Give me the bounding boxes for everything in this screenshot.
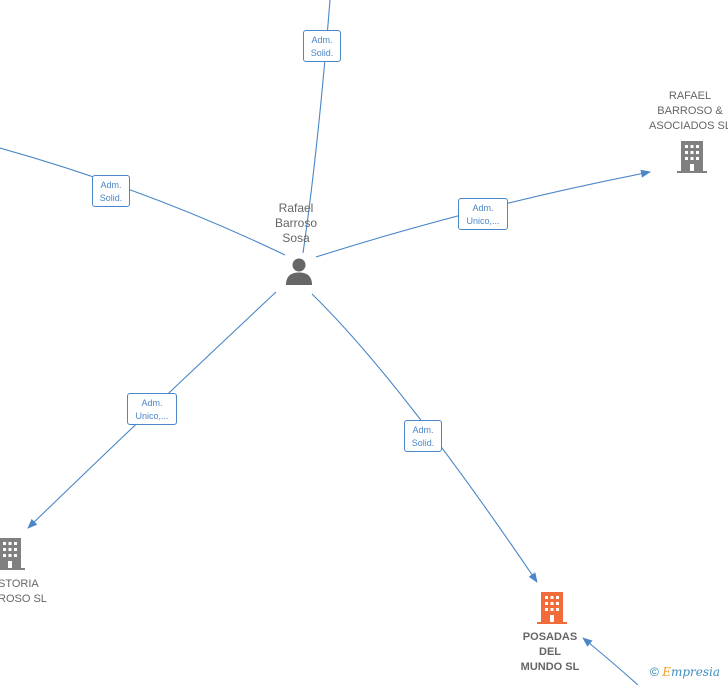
copyright-icon: © xyxy=(650,665,659,679)
main-building-icon[interactable] xyxy=(536,590,568,626)
company-name-asociados[interactable]: RAFAEL BARROSO & ASOCIADOS SL xyxy=(649,90,728,132)
edge-label-right-asociados[interactable]: Adm. Unico,... xyxy=(458,198,508,230)
building-icon[interactable] xyxy=(676,139,708,175)
edge-label-left-top[interactable]: Adm. Solid. xyxy=(92,175,130,207)
edge-left-top xyxy=(0,147,286,256)
building-icon[interactable] xyxy=(0,536,26,572)
edge-label-left-historia[interactable]: Adm. Unico,... xyxy=(127,393,177,425)
brand-name: mpresia xyxy=(670,665,721,679)
edge-label-top[interactable]: Adm. Solid. xyxy=(303,30,341,62)
company-name-posadas[interactable]: POSADAS DEL MUNDO SL xyxy=(520,631,580,673)
edge-bottom-right xyxy=(582,637,639,685)
edge-posadas xyxy=(311,293,538,583)
brand-initial: E xyxy=(662,665,671,679)
company-name-historia[interactable]: STORIA ROSO SL xyxy=(0,578,47,605)
person-icon[interactable] xyxy=(284,256,314,286)
edge-label-posadas[interactable]: Adm. Solid. xyxy=(404,420,442,452)
empresia-watermark: © Empresia xyxy=(650,664,720,680)
center-person-name[interactable]: Rafael Barroso Sosa xyxy=(274,201,318,245)
